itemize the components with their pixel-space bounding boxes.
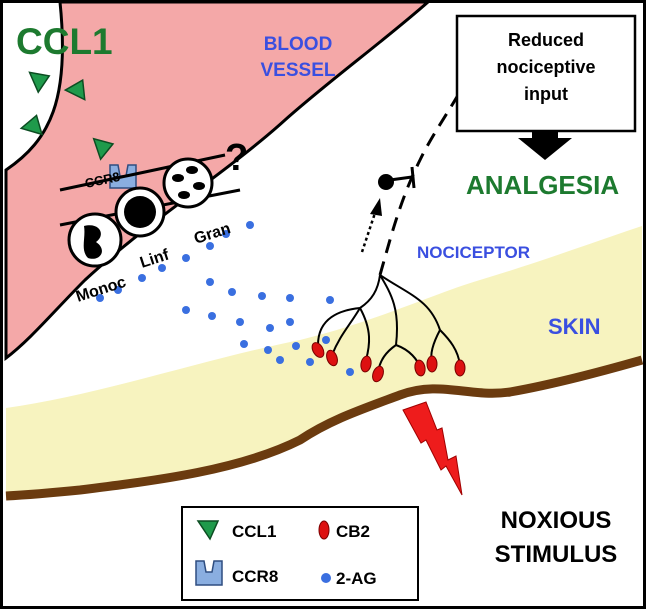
reduced-line-1: Reduced xyxy=(508,30,584,50)
legend-cb2-label: CB2 xyxy=(336,522,370,541)
dotted-arrow xyxy=(360,198,382,253)
blood-vessel-label-2: VESSEL xyxy=(261,60,336,81)
analgesia-label: ANALGESIA xyxy=(466,170,619,200)
cb2-receptors xyxy=(311,342,466,383)
skin-label: SKIN xyxy=(548,314,601,339)
question-mark: ? xyxy=(225,137,248,179)
lightning-icon xyxy=(402,401,463,496)
ccl1-title: CCL1 xyxy=(16,21,113,62)
2ag-dots xyxy=(96,221,354,376)
lymphocyte-cell xyxy=(114,186,166,238)
legend-ccr8-label: CCR8 xyxy=(232,567,278,586)
granulocyte-cell xyxy=(162,157,214,209)
reduced-line-3: input xyxy=(524,84,568,104)
ccl1-molecules xyxy=(19,71,86,136)
skin-edge xyxy=(5,355,644,501)
reduced-line-2: nociceptive xyxy=(496,57,595,77)
monocyte-cell xyxy=(67,212,123,268)
ccr8-label: CCR8 xyxy=(84,169,122,191)
noxious-line-1: NOXIOUS xyxy=(501,507,612,534)
blood-vessel-label-1: BLOOD xyxy=(264,34,333,55)
skin-layer xyxy=(6,226,642,496)
nociceptor-label: NOCICEPTOR xyxy=(417,243,530,262)
reduced-input-box xyxy=(455,14,637,133)
legend-2ag-icon xyxy=(321,573,331,583)
nociceptor-axon xyxy=(378,87,464,276)
legend-cb2-icon xyxy=(318,520,330,540)
noxious-line-2: STIMULUS xyxy=(495,541,618,568)
analgesia-arrow xyxy=(518,131,572,160)
legend-2ag-label: 2-AG xyxy=(336,569,377,588)
inhibition-symbol xyxy=(378,166,416,190)
legend-ccl1-label: CCL1 xyxy=(232,522,276,541)
legend-ccr8-icon xyxy=(195,560,223,586)
legend-ccl1-icon xyxy=(196,520,220,541)
